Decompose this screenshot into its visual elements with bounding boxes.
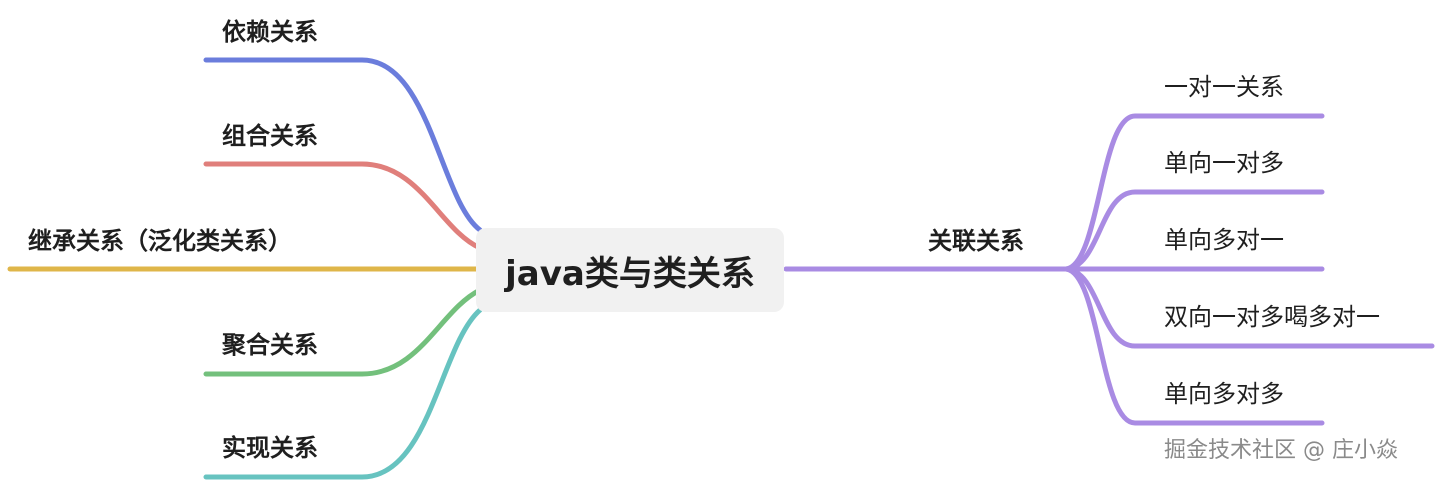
subtopic-many-to-one[interactable]: 单向多对一 [1164,226,1284,254]
root-topic[interactable]: java类与类关系 [476,228,784,312]
subtopic-many-to-many[interactable]: 单向多对多 [1164,380,1284,408]
edge-realization [203,307,483,480]
topic-association[interactable]: 关联关系 [928,227,1024,255]
subtopic-bidirectional[interactable]: 双向一对多喝多对一 [1164,303,1380,331]
edge-dependency [203,57,483,233]
topic-dependency[interactable]: 依赖关系 [222,18,318,46]
watermark: 掘金技术社区 @ 庄小焱 [1164,438,1398,463]
edge-one-to-one [1063,113,1325,272]
association-edges [783,113,1435,426]
edge-many-to-many [1063,266,1325,426]
topic-inheritance[interactable]: 继承关系（泛化类关系） [28,227,292,255]
topic-aggregation[interactable]: 聚合关系 [222,331,318,359]
subtopic-one-to-one[interactable]: 一对一关系 [1164,73,1284,101]
topic-realization[interactable]: 实现关系 [222,434,318,462]
edge-one-to-many [1063,189,1325,272]
edge-aggregation [203,287,483,377]
topic-composition[interactable]: 组合关系 [222,122,318,150]
subtopic-one-to-many[interactable]: 单向一对多 [1164,149,1284,177]
edge-composition [203,161,483,251]
